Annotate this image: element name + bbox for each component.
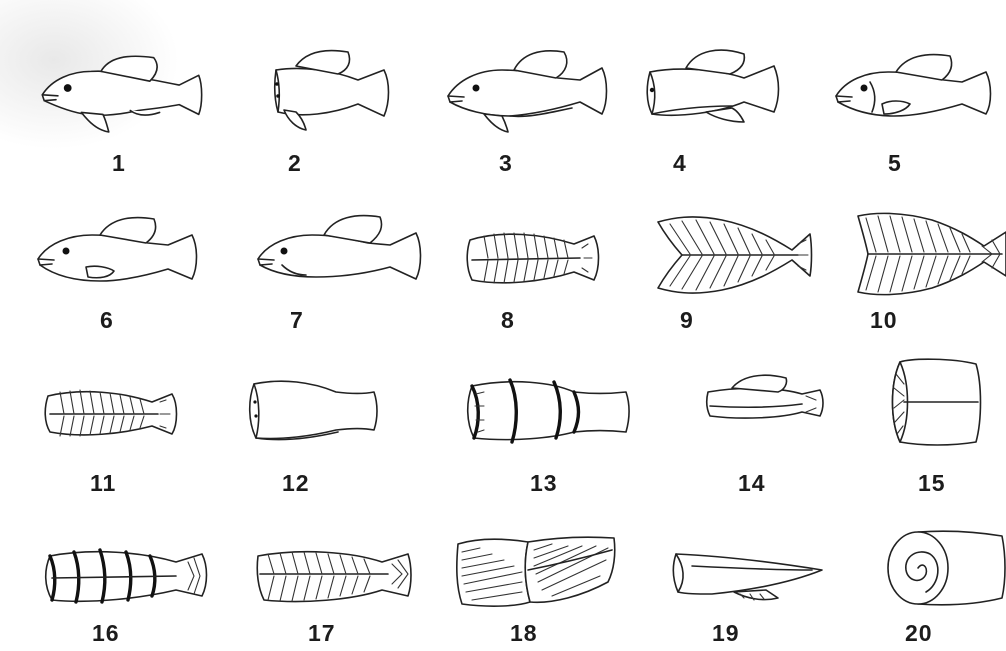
panel-number: 15 bbox=[918, 470, 946, 497]
skinless-fillet-icon bbox=[662, 548, 830, 610]
panel-number: 7 bbox=[290, 307, 304, 334]
panel-19 bbox=[662, 548, 830, 610]
panel-10 bbox=[852, 208, 1006, 300]
panel-number: 16 bbox=[92, 620, 120, 647]
panel-number: 9 bbox=[680, 307, 694, 334]
panel-number: 14 bbox=[738, 470, 766, 497]
whole-fish-icon bbox=[440, 40, 620, 132]
panel-2 bbox=[262, 40, 412, 132]
panel-12 bbox=[242, 372, 382, 448]
panel-number: 1 bbox=[112, 150, 126, 177]
body-chunks-icon bbox=[462, 372, 634, 448]
panel-number: 3 bbox=[499, 150, 513, 177]
panel-11 bbox=[42, 382, 192, 444]
panel-15 bbox=[882, 354, 986, 450]
sliced-fish-icon bbox=[42, 540, 222, 612]
split-fish-icon bbox=[42, 382, 192, 444]
gutted-fish-icon bbox=[30, 205, 210, 297]
gutted-fish-icon bbox=[252, 203, 432, 297]
panel-16 bbox=[42, 540, 222, 612]
panel-number: 19 bbox=[712, 620, 740, 647]
panel-number: 4 bbox=[673, 150, 687, 177]
headed-fish-icon bbox=[262, 40, 412, 132]
fillet-pieces-icon bbox=[452, 530, 620, 612]
panel-13 bbox=[462, 372, 634, 448]
steak-block-icon bbox=[882, 354, 986, 450]
panel-number: 11 bbox=[90, 470, 116, 497]
panel-3 bbox=[440, 40, 620, 132]
panel-number: 13 bbox=[530, 470, 558, 497]
panel-17 bbox=[252, 544, 417, 610]
butterfly-fillet-icon bbox=[852, 208, 1006, 300]
panel-8 bbox=[462, 218, 612, 298]
whole-fish-icon bbox=[28, 44, 213, 132]
panel-9 bbox=[652, 210, 814, 300]
panel-number: 8 bbox=[501, 307, 515, 334]
panel-number: 5 bbox=[888, 150, 902, 177]
rolled-fillet-icon bbox=[878, 526, 1006, 610]
panel-number: 20 bbox=[905, 620, 933, 647]
panel-20 bbox=[878, 526, 1006, 610]
panel-number: 17 bbox=[308, 620, 336, 647]
panel-4 bbox=[640, 40, 800, 132]
headless-body-icon bbox=[242, 372, 382, 448]
headed-gutted-fish-icon bbox=[640, 40, 800, 132]
gutted-fish-icon bbox=[830, 42, 1002, 132]
panel-number: 18 bbox=[510, 620, 538, 647]
panel-7 bbox=[252, 203, 432, 297]
panel-number: 12 bbox=[282, 470, 310, 497]
panel-18 bbox=[452, 530, 620, 612]
split-fish-icon bbox=[462, 218, 612, 298]
panel-number: 10 bbox=[870, 307, 898, 334]
panel-number: 6 bbox=[100, 307, 114, 334]
panel-6 bbox=[30, 205, 210, 297]
panel-number: 2 bbox=[288, 150, 302, 177]
panel-14 bbox=[702, 368, 842, 444]
panel-1 bbox=[28, 44, 213, 132]
fillet-with-tail-icon bbox=[702, 368, 842, 444]
split-fish-icon bbox=[252, 544, 417, 610]
butterfly-fillet-icon bbox=[652, 210, 814, 300]
panel-5 bbox=[830, 42, 1002, 132]
